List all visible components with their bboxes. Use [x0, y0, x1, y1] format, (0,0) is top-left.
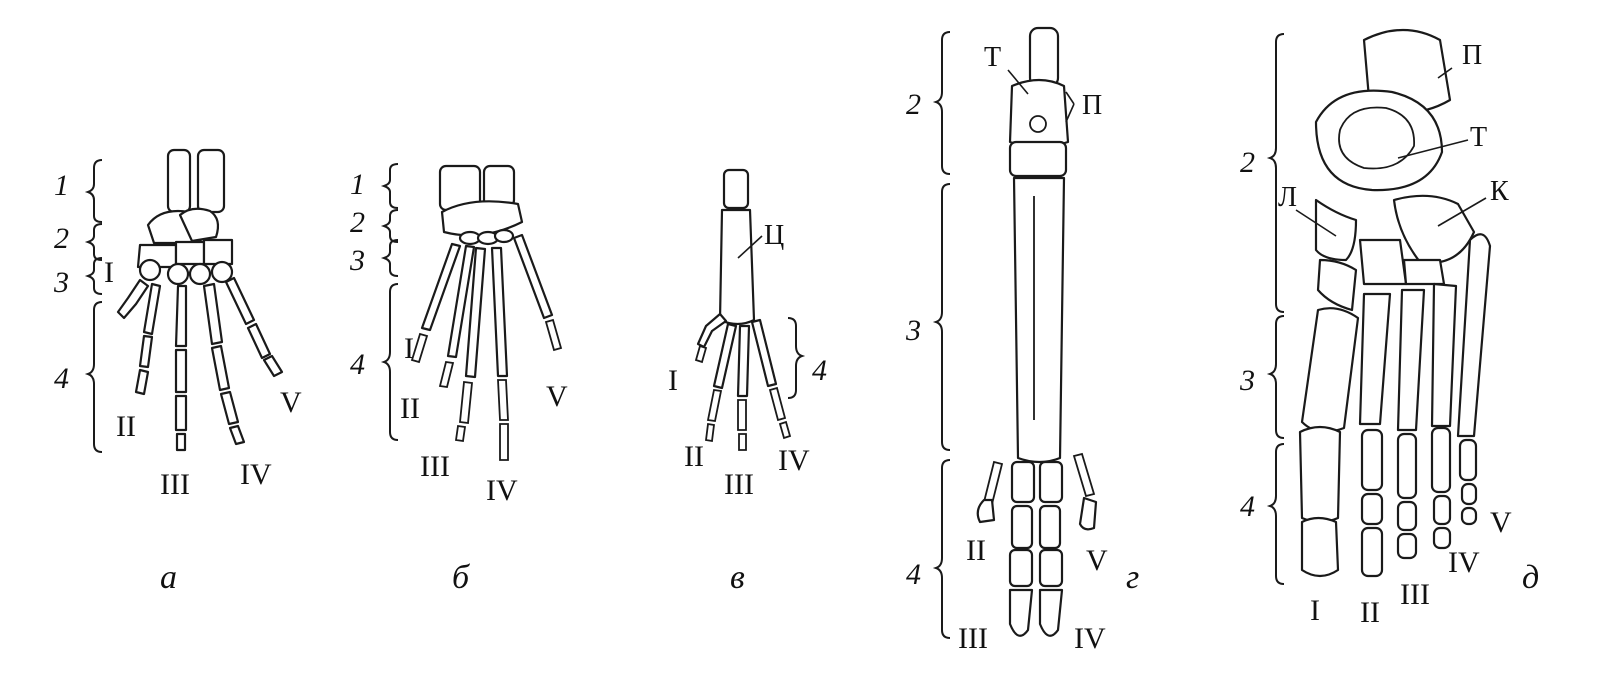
panel-b-digit-I: I: [404, 332, 414, 365]
panel-g-braces: [932, 31, 951, 639]
panel-g-leader-t: [1007, 69, 1029, 95]
panel-a-section-1: 1: [54, 169, 69, 202]
panel-b-letter: б: [452, 559, 471, 596]
panel-g-section-4: 4: [906, 558, 921, 591]
panel-d-digit-V: V: [1490, 506, 1512, 539]
panel-v: Ц 4 I II III IV в: [668, 168, 827, 596]
panel-a-skeleton: [116, 148, 284, 452]
panel-b-digit-II: II: [400, 392, 420, 425]
panel-d-bone-p: П: [1462, 40, 1482, 71]
panel-b-digit-III: III: [420, 450, 450, 483]
panel-v-bone-c: Ц: [764, 220, 784, 251]
panel-v-leader-c: [737, 235, 763, 259]
panel-d-bone-l: Л: [1278, 182, 1297, 213]
panel-d-leader-l: [1295, 209, 1337, 237]
panel-v-skeleton: [694, 168, 792, 451]
panel-v-letter: в: [730, 559, 745, 596]
panel-a-section-4: 4: [54, 362, 69, 395]
panel-d-bone-t: Т: [1470, 122, 1487, 153]
panel-b-digit-V: V: [546, 380, 568, 413]
panel-b-skeleton: [410, 164, 563, 461]
panel-g-section-2: 2: [906, 88, 921, 121]
panel-g-digit-II: II: [966, 534, 986, 567]
panel-d-digit-I: I: [1310, 594, 1320, 627]
panel-g-digit-III: III: [958, 622, 988, 655]
panel-g-letter: г: [1126, 559, 1139, 596]
panel-d-leader-t: [1397, 139, 1469, 159]
panel-d-section-2: 2: [1240, 146, 1255, 179]
panel-a-section-2: 2: [54, 222, 69, 255]
panel-b-section-4: 4: [350, 348, 365, 381]
panel-d-digit-III: III: [1400, 578, 1430, 611]
panel-a-digit-V: V: [280, 386, 302, 419]
panel-v-digit-IV: IV: [778, 444, 810, 477]
panel-g-skeleton: [976, 26, 1098, 637]
panel-a-digit-IV: IV: [240, 458, 272, 491]
panel-b-section-2: 2: [350, 206, 365, 239]
panel-v-digit-III: III: [724, 468, 754, 501]
panel-g: Т П 2 3 4 II III IV V г: [905, 26, 1139, 655]
panel-v-digit-II: II: [684, 440, 704, 473]
panel-g-digit-IV: IV: [1074, 622, 1106, 655]
panel-b-digit-IV: IV: [486, 474, 518, 507]
panel-d-section-4: 4: [1240, 490, 1255, 523]
panel-d-digit-IV: IV: [1448, 546, 1480, 579]
panel-v-brace-4: [787, 317, 806, 399]
panel-g-bone-p: П: [1082, 90, 1102, 121]
panel-d-section-3: 3: [1239, 364, 1255, 397]
panel-d-leader-k: [1437, 197, 1487, 227]
panel-a-braces: [84, 159, 103, 453]
panel-g-leader-p1: [1065, 91, 1075, 105]
panel-d: П Т Л К 2 3 4 I II III IV V д: [1239, 28, 1539, 629]
panel-a-section-3: 3: [53, 266, 69, 299]
panel-g-leader-p2: [1065, 103, 1075, 123]
panel-d-braces: [1266, 33, 1285, 585]
panel-a-digit-III: III: [160, 468, 190, 501]
panel-b-braces: [380, 163, 399, 441]
panel-d-letter: д: [1522, 559, 1539, 596]
panel-d-digit-II: II: [1360, 596, 1380, 629]
panel-v-digit-I: I: [668, 364, 678, 397]
panel-a-digit-I: I: [104, 256, 114, 289]
panel-b-section-1: 1: [350, 168, 365, 201]
panel-g-section-3: 3: [905, 314, 921, 347]
panel-a: 1 2 3 4 I II III IV V а: [53, 148, 302, 596]
panel-b-section-3: 3: [349, 244, 365, 277]
panel-g-bone-t: Т: [984, 42, 1001, 73]
panel-g-digit-V: V: [1086, 544, 1108, 577]
panel-d-skeleton: [1298, 28, 1492, 578]
panel-a-digit-II: II: [116, 410, 136, 443]
panel-a-letter: а: [160, 559, 177, 596]
panel-d-leader-p: [1437, 67, 1453, 79]
panel-d-bone-k: К: [1490, 176, 1509, 207]
panel-b: 1 2 3 4 I II III IV V б: [349, 163, 568, 596]
panel-v-section-4: 4: [812, 354, 827, 387]
